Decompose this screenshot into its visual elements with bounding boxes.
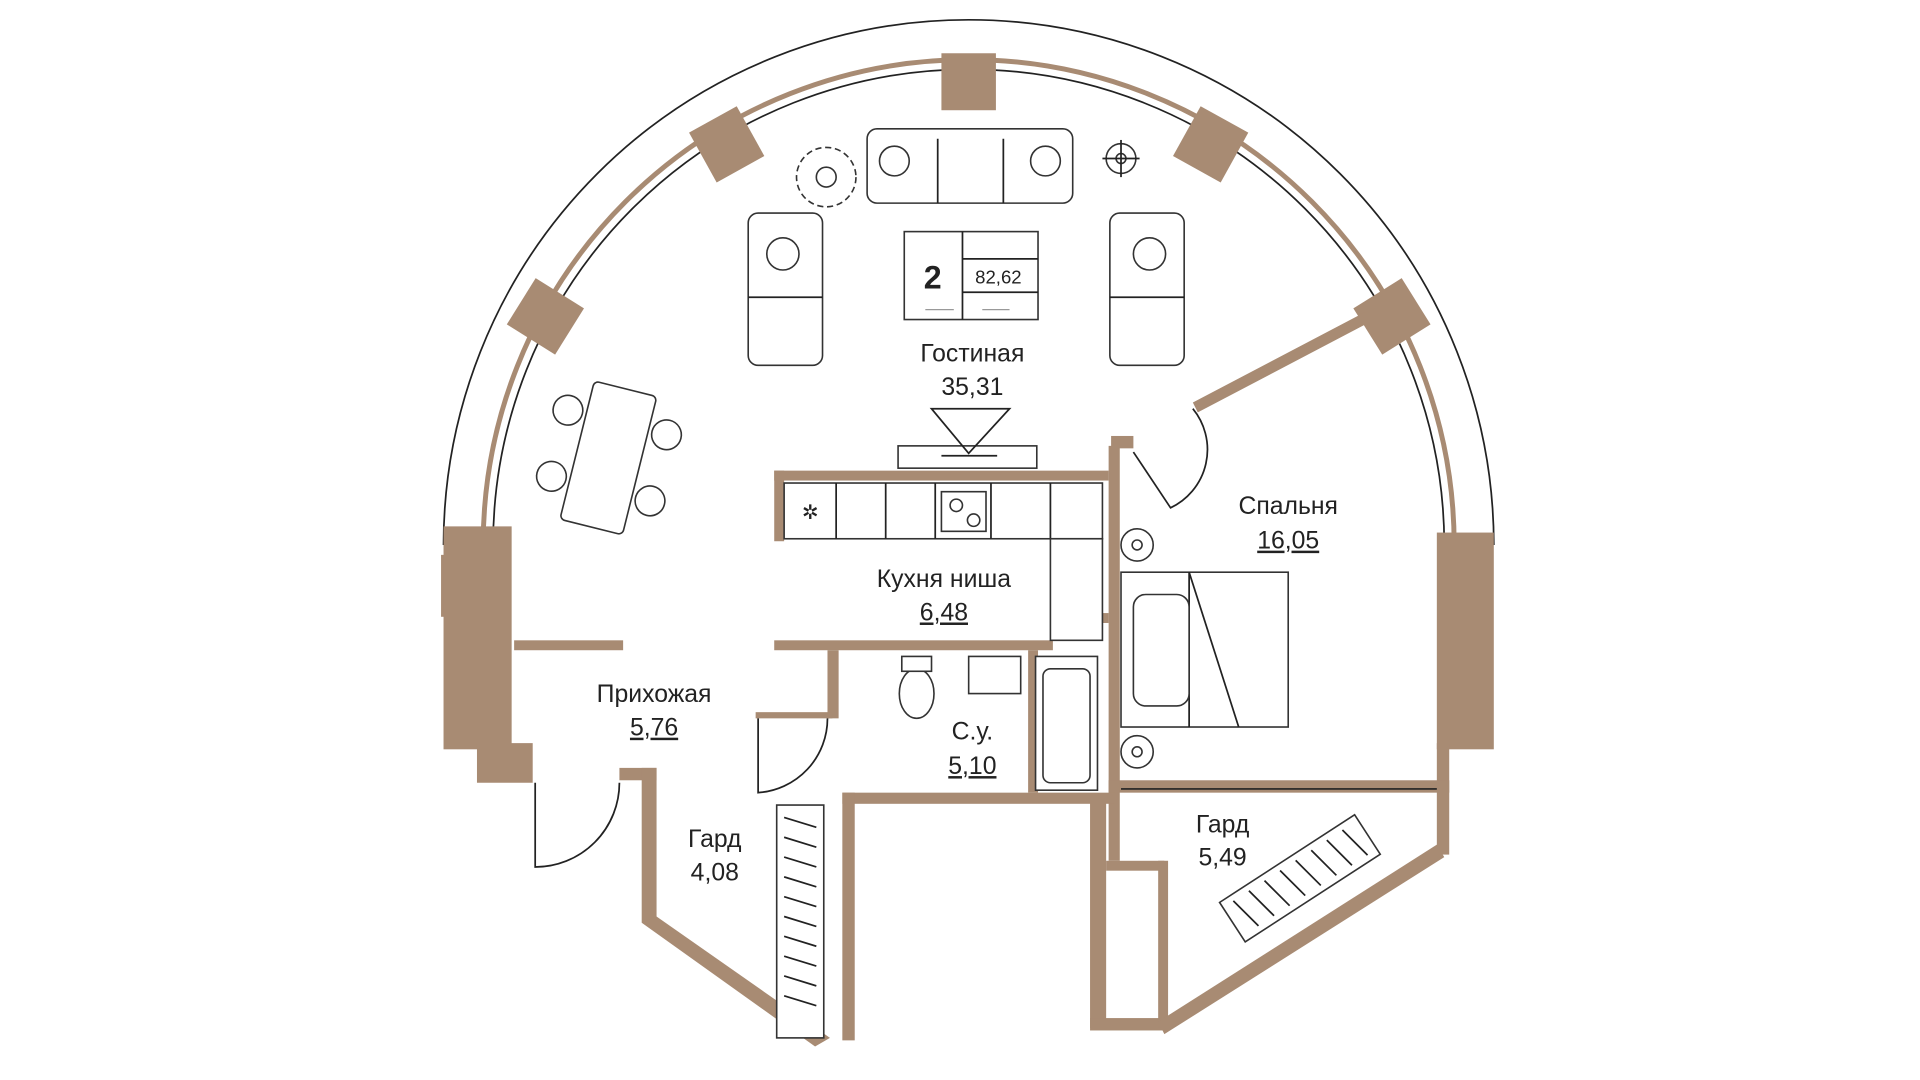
wardrobe-right [1218, 813, 1382, 944]
tv-stand [897, 407, 1038, 469]
room-name: Спальня [1238, 493, 1338, 520]
room-area: 16,05 [1257, 528, 1319, 555]
room-area: 5,49 [1198, 845, 1246, 872]
bathroom-fixtures [898, 655, 1099, 791]
lamp-icon [1102, 139, 1140, 178]
wardrobe-left [775, 804, 825, 1039]
bed [1120, 528, 1290, 769]
armchair-right [1109, 212, 1185, 367]
room-name: Гард [1196, 811, 1250, 838]
doors [534, 408, 1437, 868]
sofa [866, 128, 1074, 204]
room-name: Прихожая [597, 681, 712, 708]
room-area: 5,76 [630, 715, 678, 742]
armchair-left [747, 212, 824, 367]
room-name: Кухня ниша [877, 566, 1012, 593]
rooms-count: 2 [924, 260, 942, 296]
room-area: 6,48 [920, 600, 968, 627]
dining-table [535, 381, 683, 535]
room-area: 35,31 [941, 374, 1003, 401]
apartment-legend: 2 82,62 [903, 230, 1039, 321]
room-area: 5,10 [948, 753, 996, 780]
room-name: Гард [688, 826, 742, 853]
plant-icon [795, 146, 857, 208]
kitchen-counter: ✲ [783, 482, 1104, 642]
room-area: 4,08 [691, 860, 739, 887]
room-name: Гостиная [920, 341, 1024, 368]
room-name: С.у. [952, 718, 994, 745]
room-labels: Гостиная 35,31 Спальня 16,05 Кухня ниша … [597, 341, 1338, 887]
total-area: 82,62 [975, 267, 1021, 288]
fridge-icon: ✲ [802, 502, 819, 524]
